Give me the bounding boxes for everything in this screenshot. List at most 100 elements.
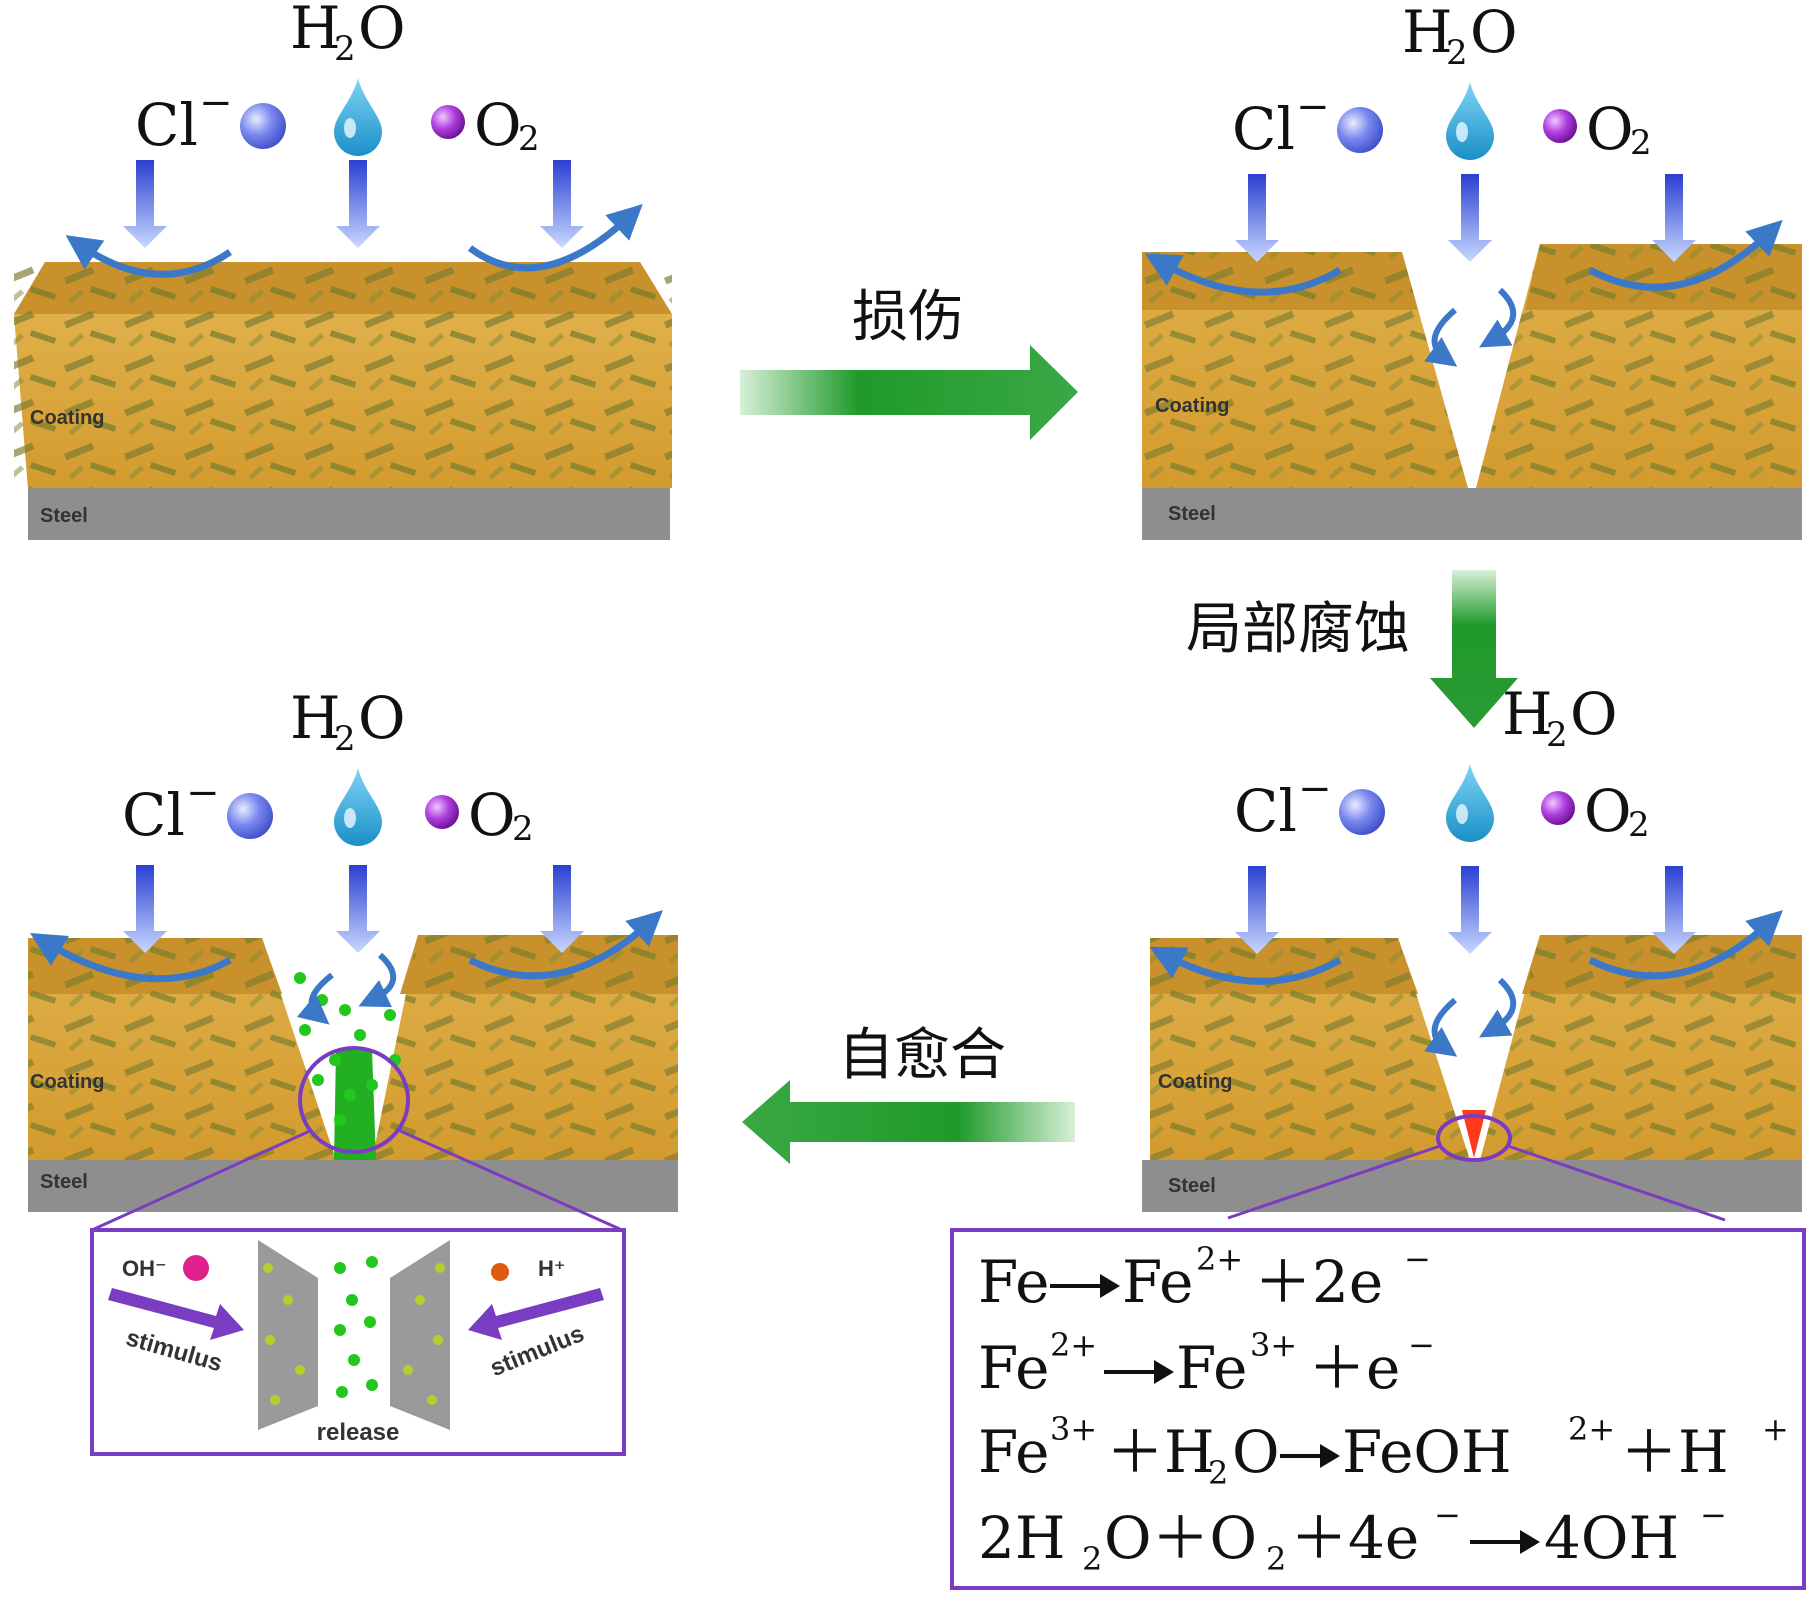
chloride-ball-icon [227,793,273,839]
penetrate-arrow-icon [1424,997,1458,1057]
chloride-charge: − [186,770,220,816]
r1-product: Fe [1122,1248,1193,1316]
r3-water: ＋H [1106,1418,1215,1486]
oxygen-label: O [468,781,516,849]
oxygen-ball-icon [425,795,459,829]
oxygen-subscript: 2 [512,809,534,849]
water-label-o: O [1470,0,1518,66]
penetrate-arrow-icon [1424,307,1458,367]
reaction-arrow-icon [1050,1274,1120,1298]
step-label-self-healing: 自愈合 [838,1023,1006,1088]
stimulus-arrow-icon [468,1288,604,1340]
deflect-arrow-icon [1144,253,1342,296]
steel-layer [28,1160,678,1212]
penetration-arrow-icon [1235,174,1279,262]
zoom-circle [1436,1114,1512,1162]
chloride-label: Cl [122,781,185,849]
r1-product-charge: 2+ [1196,1240,1243,1278]
released-particles [334,1256,378,1398]
oxygen-ball-icon [1541,791,1575,825]
reaction-2: Fe 2+ Fe 3+ ＋e − [978,1326,1435,1402]
healing-agent-fill [334,1050,376,1160]
steel-label: Steel [1168,503,1216,525]
water-subscript: 2 [334,29,356,69]
r3-water-sub: 2 [1208,1454,1228,1492]
step-label-local-corrosion: 局部腐蚀 [1186,597,1410,662]
panel-healed: Coating Steel [28,910,678,1232]
r2-product: Fe [1176,1334,1247,1402]
inset-release-label: release [317,1419,400,1446]
reaction-1: Fe Fe 2+ ＋2e − [978,1240,1431,1316]
arrow-local-corrosion: 局部腐蚀 [1186,570,1518,728]
steel-layer [28,488,670,540]
penetration-arrow-icon [540,160,584,248]
green-down-arrow-icon [1430,570,1518,728]
coating-label: Coating [1155,395,1229,417]
oxygen-label: O [1586,95,1634,163]
chloride-label: Cl [135,91,198,159]
r4-water: 2H [978,1504,1065,1572]
r1-electrons: ＋2e [1254,1248,1383,1316]
penetrate-arrow-icon [296,972,334,1025]
penetration-arrow-icon [123,160,167,248]
r3-proton: ＋H [1620,1418,1729,1486]
chloride-ball-icon [240,103,286,149]
r3-reactant: Fe [978,1418,1049,1486]
step-label-damage: 损伤 [852,285,964,350]
green-right-arrow-icon [740,345,1078,440]
reaction-box: Fe Fe 2+ ＋2e − Fe 2+ Fe 3+ ＋e − Fe 3+ ＋H… [950,1228,1806,1590]
coating-label: Coating [30,1071,104,1093]
water-label: H [1402,0,1453,66]
reaction-frame [950,1228,1806,1590]
arrow-self-healing: 自愈合 [742,1023,1075,1164]
r3-product-charge: 2+ [1568,1410,1615,1448]
water-drop-icon [334,768,382,846]
r3-product: FeOH [1342,1418,1512,1486]
r4-electron-charge: − [1434,1496,1461,1534]
penetration-arrow-icon [1652,174,1696,262]
r2-reactant-charge: 2+ [1050,1326,1097,1364]
r1-electron-charge: − [1404,1240,1431,1278]
penetration-arrow-icon [1652,866,1696,954]
water-drop-icon [334,78,382,156]
penetration-arrow-icon [1448,174,1492,262]
inset-h-label: H⁺ [538,1256,566,1281]
reaction-arrow-icon [1280,1444,1340,1468]
steel-layer [1142,1160,1802,1212]
chloride-charge: − [1296,84,1330,130]
panel-damaged: Coating Steel [1142,219,1802,540]
deflect-arrow-icon [1149,946,1342,985]
steel-label: Steel [40,1171,88,1193]
green-left-arrow-icon [742,1080,1075,1164]
water-label: H [290,0,341,62]
proton-ball-icon [491,1263,509,1281]
water-label-o: O [358,684,406,752]
penetrate-arrow-icon [1479,977,1517,1038]
r2-product-charge: 3+ [1250,1326,1297,1364]
penetrate-arrow-icon [358,952,397,1008]
r4-oxygen-sub: 2 [1266,1540,1286,1578]
chloride-label: Cl [1234,777,1297,845]
zoom-circle [298,1046,410,1154]
r3-water-o: O [1232,1418,1280,1486]
r2-reactant: Fe [978,1334,1049,1402]
coating-label: Coating [1158,1071,1232,1093]
chloride-charge: − [1298,766,1332,812]
inset-oh-label: OH⁻ [122,1256,167,1281]
penetration-arrow-icon [1448,866,1492,954]
r3-reactant-charge: 3+ [1050,1410,1097,1448]
deflect-arrow-icon [1588,910,1783,980]
r4-electrons: ＋4e [1290,1504,1419,1572]
r2-electron-charge: − [1408,1326,1435,1364]
oxygen-ball-icon [431,105,465,139]
inset-release-box: OH⁻ H⁺ stimulus stimulus release [90,1228,626,1456]
water-subscript: 2 [1446,33,1468,73]
container-wall-left [258,1240,318,1430]
deflect-arrow-icon [1588,219,1783,291]
water-subscript: 2 [1546,715,1568,755]
oxygen-subscript: 2 [518,119,540,159]
